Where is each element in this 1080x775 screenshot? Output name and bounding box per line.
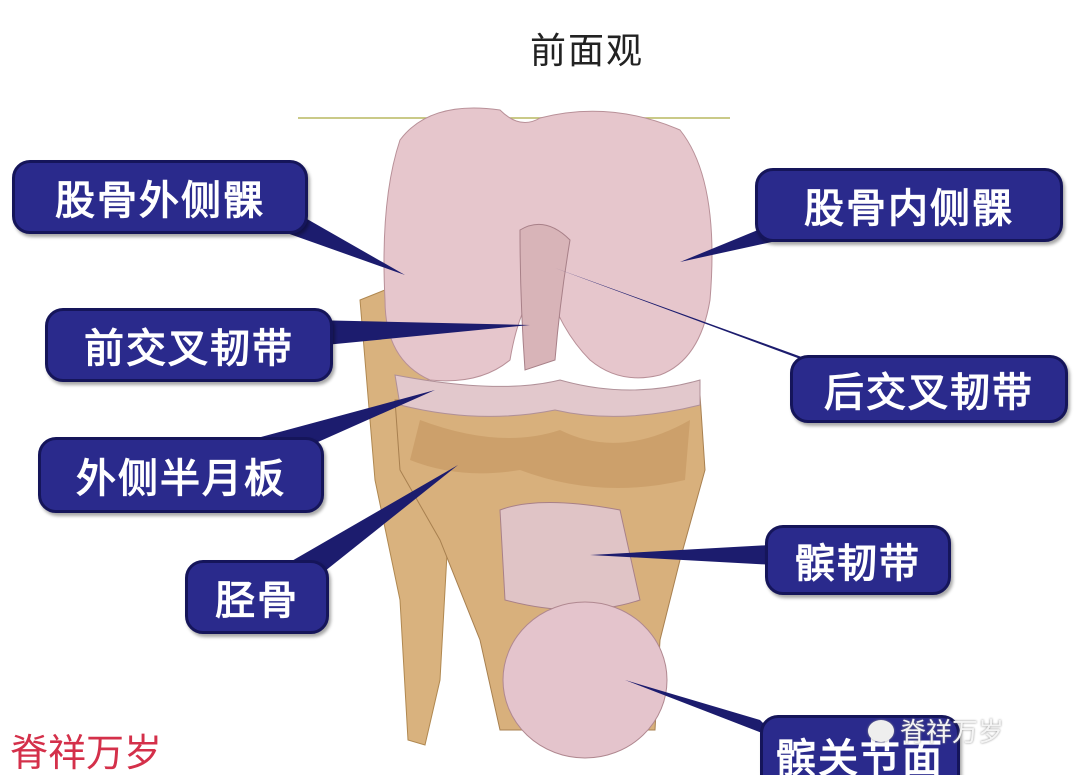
label-lateral-femoral-condyle: 股骨外侧髁: [12, 160, 308, 234]
label-pcl: 后交叉韧带: [790, 355, 1068, 423]
label-patellar-articular-surface: 髌关节面: [760, 715, 960, 775]
label-patellar-ligament: 髌韧带: [765, 525, 951, 595]
watermark-wechat: 脊祥万岁: [868, 712, 1004, 749]
leader-tibia: [290, 465, 458, 575]
label-tibia: 胫骨: [185, 560, 329, 634]
leader-pcl: [555, 268, 830, 370]
label-lateral-meniscus: 外侧半月板: [38, 437, 324, 513]
label-acl: 前交叉韧带: [45, 308, 333, 382]
label-medial-femoral-condyle: 股骨内侧髁: [755, 168, 1063, 242]
menisci: [394, 374, 701, 417]
patellar-ligament: [499, 502, 641, 611]
tibia-texture: [410, 420, 690, 488]
cruciate-ligaments: [519, 223, 571, 371]
watermark-red: 脊祥万岁: [10, 731, 163, 775]
watermark-wechat-text: 脊祥万岁: [900, 718, 1005, 748]
leader-patellar-articular-surface: [625, 680, 780, 740]
leader-patellar-ligament: [590, 545, 775, 565]
leader-acl: [310, 320, 530, 345]
page-title: 前面观: [530, 31, 645, 72]
patella: [502, 601, 668, 759]
leader-lateral-meniscus: [250, 390, 435, 450]
wechat-icon: [868, 719, 894, 742]
